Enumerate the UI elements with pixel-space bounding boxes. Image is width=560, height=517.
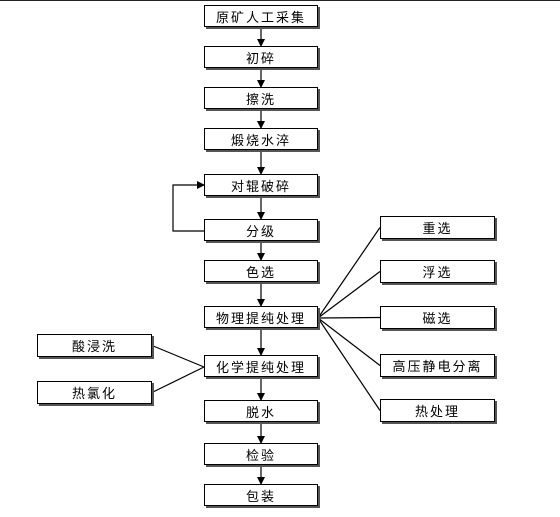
branch-line (317, 271, 381, 319)
step-physical: 物理提纯处理 (204, 306, 318, 328)
step-label: 磁选 (422, 312, 453, 327)
step-calcine: 煅烧水淬 (204, 128, 318, 150)
step-label: 原矿人工采集 (215, 10, 306, 26)
step-label: 煅烧水淬 (230, 133, 291, 149)
step-label: 重选 (422, 222, 453, 237)
step-label: 化学提纯处理 (215, 360, 306, 376)
branch-line (151, 344, 205, 368)
step-label: 包装 (245, 489, 276, 505)
step-label: 酸浸洗 (71, 340, 117, 355)
step-acid: 酸浸洗 (37, 334, 152, 357)
step-label: 热处理 (414, 405, 460, 420)
step-label: 初碎 (245, 51, 276, 67)
step-pack: 包装 (204, 484, 318, 506)
branch-line (151, 366, 205, 394)
step-roll: 对辊破碎 (204, 174, 318, 196)
branch-line (317, 317, 381, 411)
branch-line (317, 317, 381, 366)
branch-line (317, 316, 381, 319)
step-label: 浮选 (422, 266, 453, 281)
step-label: 擦洗 (245, 92, 276, 108)
step-label: 色选 (245, 265, 276, 281)
step-magnetic: 磁选 (380, 306, 495, 329)
branch-line (317, 227, 381, 319)
step-chlorination: 热氯化 (37, 381, 152, 404)
step-gravity: 重选 (380, 216, 495, 239)
step-label: 检验 (245, 448, 276, 464)
step-chemical: 化学提纯处理 (204, 355, 318, 377)
top-border-line (0, 0, 560, 1)
step-color: 色选 (204, 260, 318, 282)
step-heat: 热处理 (380, 399, 495, 422)
step-flotation: 浮选 (380, 260, 495, 283)
step-label: 对辊破碎 (230, 179, 291, 195)
step-label: 物理提纯处理 (215, 311, 306, 327)
step-label: 脱水 (245, 405, 276, 421)
step-scrub: 擦洗 (204, 87, 318, 109)
recycle-loop-arrow (172, 181, 205, 232)
step-label: 高压静电分离 (392, 360, 483, 375)
step-classify: 分级 (204, 219, 318, 241)
step-dewater: 脱水 (204, 400, 318, 422)
step-crush: 初碎 (204, 46, 318, 68)
step-raw: 原矿人工采集 (204, 5, 318, 27)
step-inspect: 检验 (204, 443, 318, 465)
step-electrostatic: 高压静电分离 (380, 354, 495, 377)
step-label: 分级 (245, 224, 276, 240)
step-label: 热氯化 (71, 387, 117, 402)
